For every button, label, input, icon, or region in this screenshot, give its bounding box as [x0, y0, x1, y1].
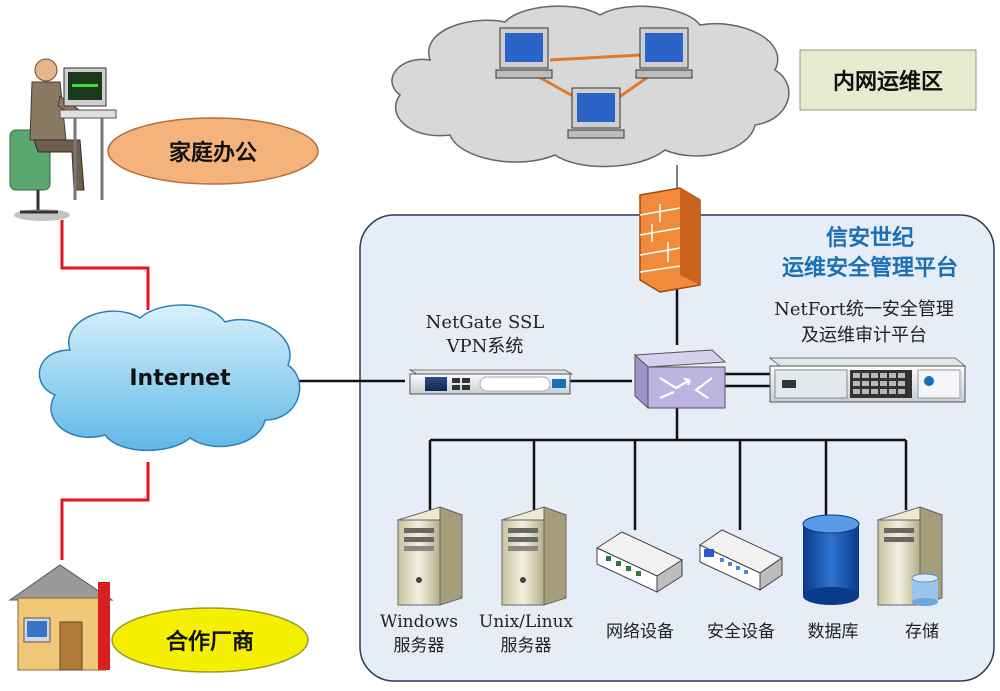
switch-icon [633, 349, 727, 410]
partner-house-icon [8, 564, 114, 671]
resource-label-security: 安全设备 [707, 622, 775, 642]
intranet-label-box [799, 49, 977, 111]
platform-title-line2: 运维安全管理平台 [782, 255, 958, 281]
internet-label: Internet [129, 366, 231, 391]
internet-cloud [38, 304, 301, 452]
computer-icon [567, 87, 625, 139]
black-links [295, 285, 908, 530]
windows-server-icon [396, 506, 464, 606]
vpn-label-line2: VPN系统 [446, 336, 524, 357]
netfort-appliance-icon [768, 357, 967, 403]
intranet-cloud [391, 5, 790, 168]
storage-icon [876, 506, 944, 606]
network-device-icon [595, 531, 684, 593]
resource-label-windows-line1: Windows [380, 612, 458, 632]
home-office-oval [107, 117, 319, 185]
resource-label-storage: 存储 [905, 622, 939, 642]
platform-title-line1: 信安世纪 [826, 225, 914, 251]
netfort-label-line2: 及运维审计平台 [801, 325, 927, 346]
firewall-icon [639, 187, 701, 293]
resource-label-unix-line1: Unix/Linux [479, 612, 574, 632]
resource-label-database: 数据库 [808, 622, 859, 642]
netfort-label-line1: NetFort统一安全管理 [774, 299, 954, 320]
unix-server-icon [500, 506, 568, 606]
intranet-label: 内网运维区 [833, 69, 943, 95]
security-device-icon [698, 529, 784, 591]
vpn-appliance-icon [408, 369, 574, 395]
home-office-user-icon [9, 58, 117, 221]
resource-label-network: 网络设备 [606, 622, 674, 642]
vpn-label-line1: NetGate SSL [426, 312, 545, 333]
computer-icon [635, 27, 693, 79]
database-icon [802, 514, 860, 605]
resource-label-unix-line2: 服务器 [501, 636, 552, 656]
resource-label-windows-line2: 服务器 [394, 636, 445, 656]
partner-label: 合作厂商 [166, 629, 254, 655]
home-office-label: 家庭办公 [169, 140, 257, 166]
red-links [60, 220, 150, 560]
partner-oval [111, 607, 309, 673]
computer-icon [495, 27, 553, 79]
